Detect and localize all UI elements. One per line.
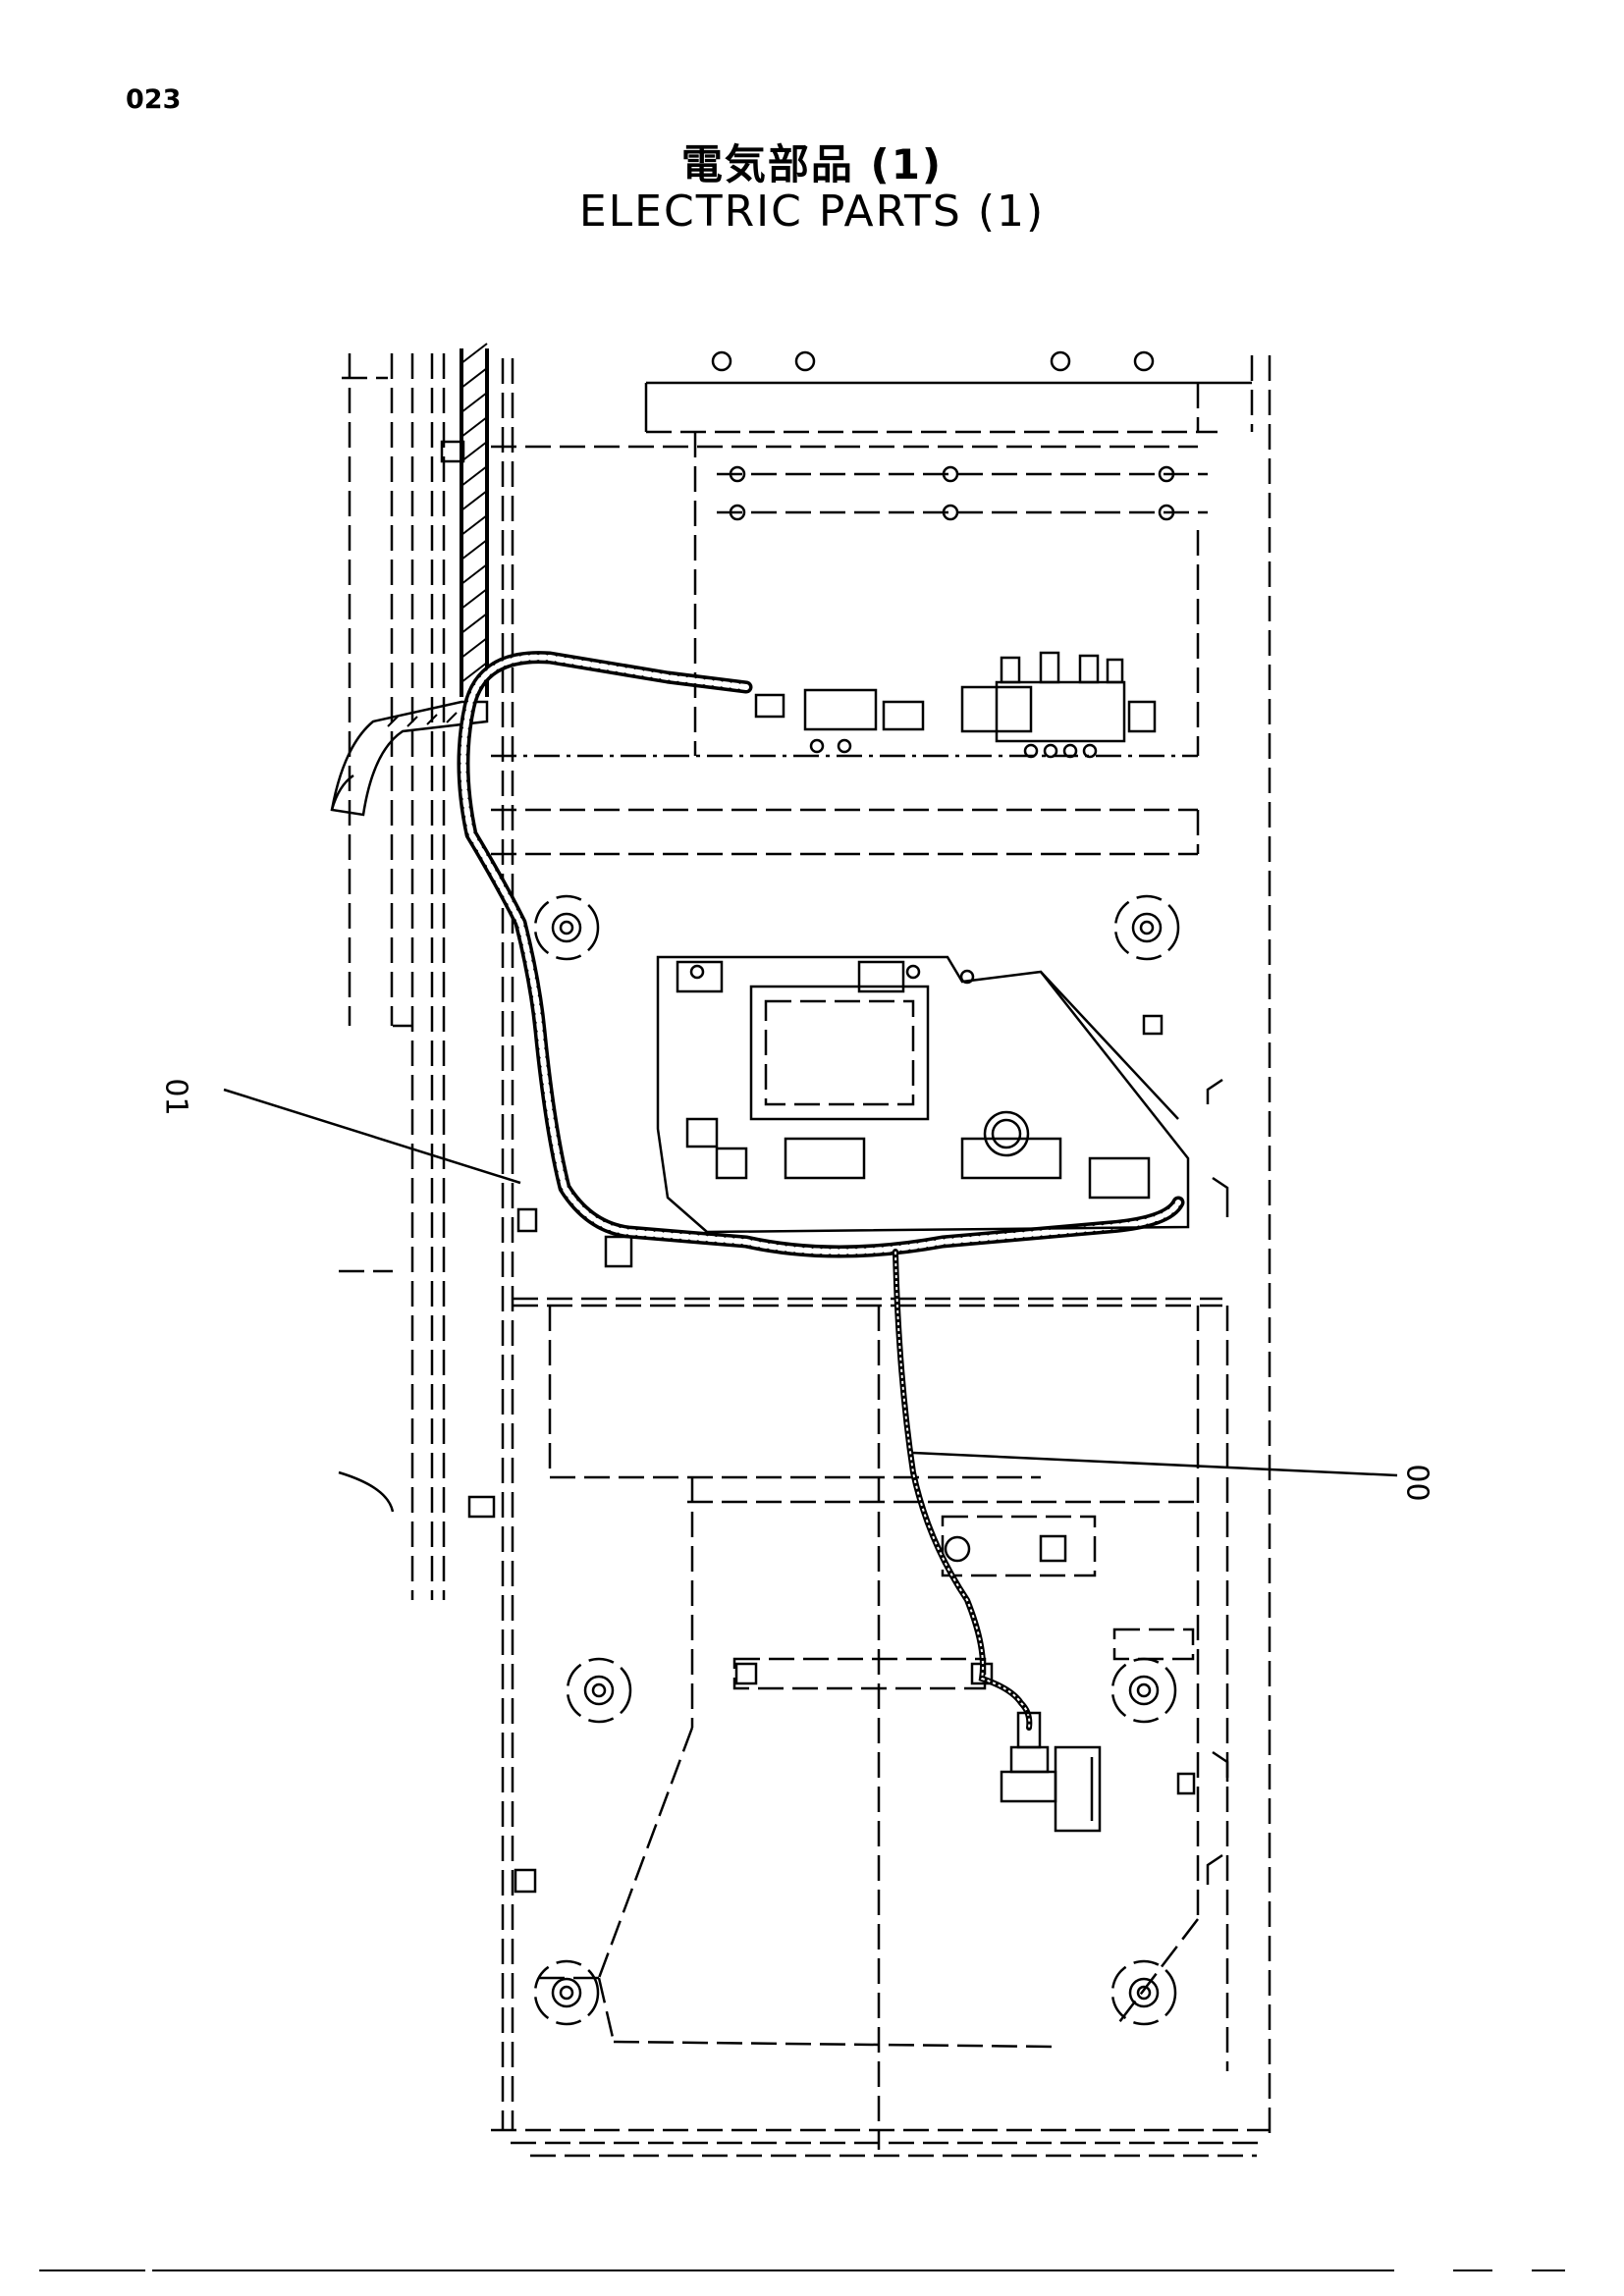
wall-hatching xyxy=(460,343,488,683)
boss-upper-right xyxy=(1113,894,1180,961)
bottom-rule-left xyxy=(39,2269,145,2271)
frame-outline xyxy=(491,355,1272,2158)
leader-line-00 xyxy=(912,1451,1398,1477)
top-rail xyxy=(491,350,1252,756)
mounting-bosses xyxy=(533,894,1180,2026)
callout-label-01: 01 xyxy=(158,1078,193,1116)
boss-lower-right xyxy=(1110,1959,1177,2026)
lower-area xyxy=(513,1078,1229,2150)
nut-fittings xyxy=(514,1207,1196,1894)
pressure-sensor xyxy=(1000,1745,1102,1833)
left-wall xyxy=(330,343,496,1600)
page-number: 023 xyxy=(126,84,182,115)
boss-lower-left xyxy=(533,1959,600,2026)
page-title-japanese: 電気部品 (1) xyxy=(680,140,944,188)
boss-middle-left xyxy=(566,1657,632,1724)
page-title-english: ELECTRIC PARTS (1) xyxy=(578,187,1046,237)
middle-rails xyxy=(491,754,1200,856)
leader-line-01 xyxy=(223,1088,521,1185)
valve-block xyxy=(754,651,1157,759)
boss-upper-left xyxy=(533,894,600,961)
boss-middle-right xyxy=(1110,1657,1177,1724)
controller-unit xyxy=(656,955,1190,1234)
bottom-rule-right-a xyxy=(1453,2269,1492,2271)
sensor-cable xyxy=(893,1249,1050,1774)
callout-label-00: 00 xyxy=(1399,1464,1435,1502)
bottom-rule-center xyxy=(152,2269,1394,2271)
bottom-rule-right-b xyxy=(1532,2269,1565,2271)
upper-harness xyxy=(457,651,1185,1258)
